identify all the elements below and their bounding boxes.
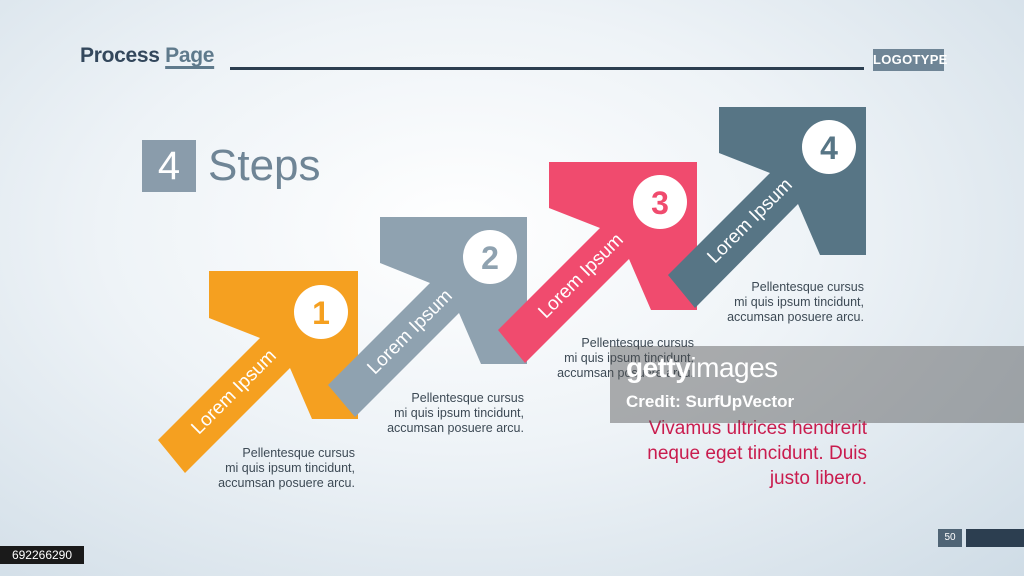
steps-heading: Steps (208, 141, 321, 190)
step-arrow-3: 3 Lorem Ipsum (498, 162, 697, 363)
title-rule (230, 67, 864, 70)
page-title: Process Page (80, 44, 215, 67)
step-arrow-1: 1 Lorem Ipsum (158, 271, 358, 473)
step-number-4: 4 (820, 130, 838, 166)
page-number: 50 (938, 529, 962, 547)
step-number-circle-3 (633, 175, 687, 229)
watermark-brand: gettyimages (626, 352, 778, 383)
step-label-1: Lorem Ipsum (187, 345, 280, 438)
step-label-3: Lorem Ipsum (534, 229, 627, 322)
step-number-circle-4 (802, 120, 856, 174)
step-number-circle-2 (463, 230, 517, 284)
step-number-circle-1 (294, 285, 348, 339)
image-id-label: 692266290 (0, 546, 84, 564)
step-number-3: 3 (651, 185, 669, 221)
step-number-1: 1 (312, 295, 330, 331)
watermark-credit: Credit: SurfUpVector (626, 392, 795, 411)
watermark-band (610, 346, 1024, 423)
footer-bar (966, 529, 1024, 547)
steps-count-box: 4 (142, 140, 196, 192)
step-label-2: Lorem Ipsum (363, 285, 456, 378)
step-number-2: 2 (481, 240, 499, 276)
step-arrow-4: 4 Lorem Ipsum (668, 107, 866, 308)
step-label-4: Lorem Ipsum (703, 174, 796, 267)
logotype-badge: LOGOTYPE (873, 49, 947, 71)
